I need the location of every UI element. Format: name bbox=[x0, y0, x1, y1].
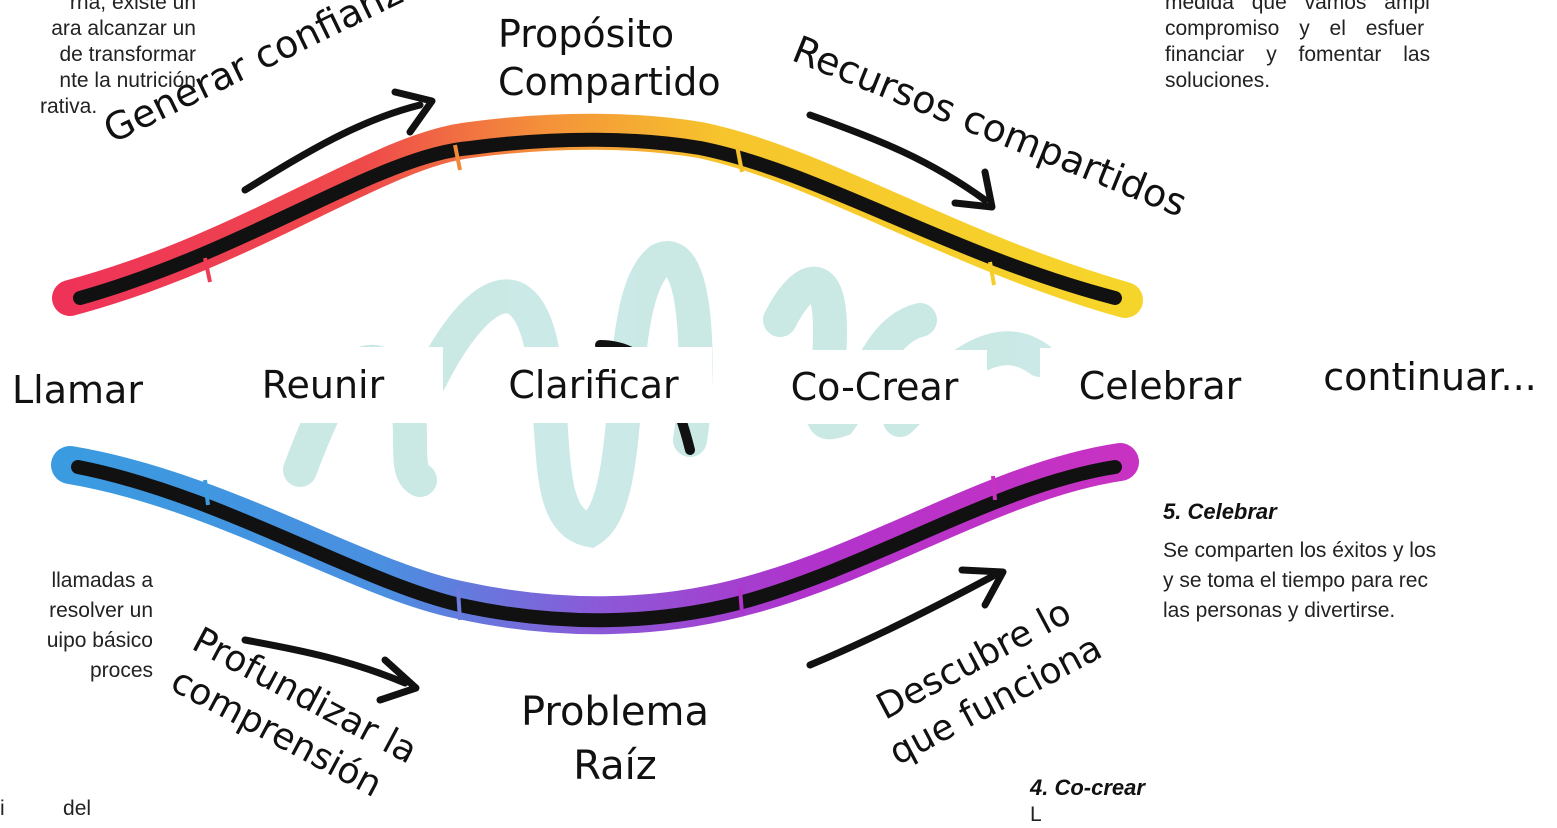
paragraph-line: rna, existe un bbox=[69, 0, 196, 14]
celebrar-heading: 5. Celebrar bbox=[1163, 499, 1277, 524]
arrows bbox=[241, 88, 1007, 704]
arrow-generar-confianza bbox=[241, 101, 424, 194]
bottom-arc-line bbox=[71, 460, 1122, 628]
problema-line2: Raíz bbox=[573, 743, 657, 789]
paragraph-line: resolver un bbox=[49, 599, 153, 622]
cocrear-paragraph: L bbox=[1030, 803, 1042, 826]
stage-clarificar: Clarificar bbox=[475, 347, 712, 423]
left-mid-paragraph: llamadas a resolver un uipo básico proce… bbox=[0, 566, 153, 686]
proposito-line1: Propósito bbox=[498, 12, 675, 56]
problema-raiz-label: Problema Raíz bbox=[520, 685, 710, 793]
top-arc-line bbox=[73, 132, 1122, 305]
stage-label: Reunir bbox=[261, 363, 385, 407]
cocrear-heading: 4. Co-crear bbox=[1030, 775, 1145, 800]
stage-label: Llamar bbox=[12, 368, 143, 412]
paragraph-line: las personas y divertirse. bbox=[1163, 599, 1396, 622]
paragraph-line: financiar y fomentar las bbox=[1165, 43, 1431, 66]
proposito-line2: Compartido bbox=[498, 60, 721, 104]
celebrar-paragraph: Se comparten los éxitos y los y se toma … bbox=[1163, 536, 1557, 626]
bottom-arc-dividers bbox=[203, 475, 997, 621]
paragraph-line: nte la nutrición bbox=[59, 69, 196, 92]
stage-label: continuar... bbox=[1323, 355, 1537, 399]
paragraph-line: compromiso y el esfuer bbox=[1165, 17, 1425, 40]
stage-co-crear: Co-Crear bbox=[762, 350, 987, 424]
arrow-recursos-compartidos bbox=[806, 111, 989, 204]
stage-label: Celebrar bbox=[1078, 364, 1242, 408]
paragraph-line: ara alcanzar un bbox=[51, 17, 196, 40]
paragraph-line: llamadas a bbox=[51, 569, 153, 592]
stage-llamar: Llamar bbox=[0, 352, 162, 424]
paragraph-line: soluciones. bbox=[1165, 69, 1271, 92]
proposito-compartido-label: Propósito Compartido bbox=[498, 10, 721, 106]
stage-continuar: continuar... bbox=[1303, 340, 1557, 414]
paragraph-line: y se toma el tiempo para rec bbox=[1163, 569, 1428, 592]
top-arc-dividers bbox=[203, 144, 996, 286]
paragraph-line: proces bbox=[89, 659, 153, 682]
paragraph-line: uipo básico bbox=[46, 629, 153, 652]
paragraph-line: rativa. bbox=[40, 95, 98, 118]
paragraph-line: medida que vamos ampl bbox=[1165, 0, 1430, 14]
paragraph-line: de transformar bbox=[59, 43, 196, 66]
top-right-paragraph: medida que vamos ampl compromiso y el es… bbox=[1165, 0, 1557, 94]
paragraph-line: Se comparten los éxitos y los bbox=[1163, 539, 1437, 562]
arrow-descubre bbox=[806, 571, 999, 669]
stage-reunir: Reunir bbox=[203, 347, 443, 423]
top-arc-color bbox=[52, 113, 1143, 318]
stage-label: Clarificar bbox=[508, 363, 679, 407]
stage-celebrar: Celebrar bbox=[1040, 348, 1280, 424]
top-left-paragraph: rna, existe un ara alcanzar un de transf… bbox=[0, 0, 196, 120]
stage-label: Co-Crear bbox=[790, 365, 959, 409]
problema-line1: Problema bbox=[520, 689, 710, 735]
bottom-left-paragraph: i del bbox=[0, 797, 92, 820]
arrow-profundizar bbox=[241, 636, 409, 687]
